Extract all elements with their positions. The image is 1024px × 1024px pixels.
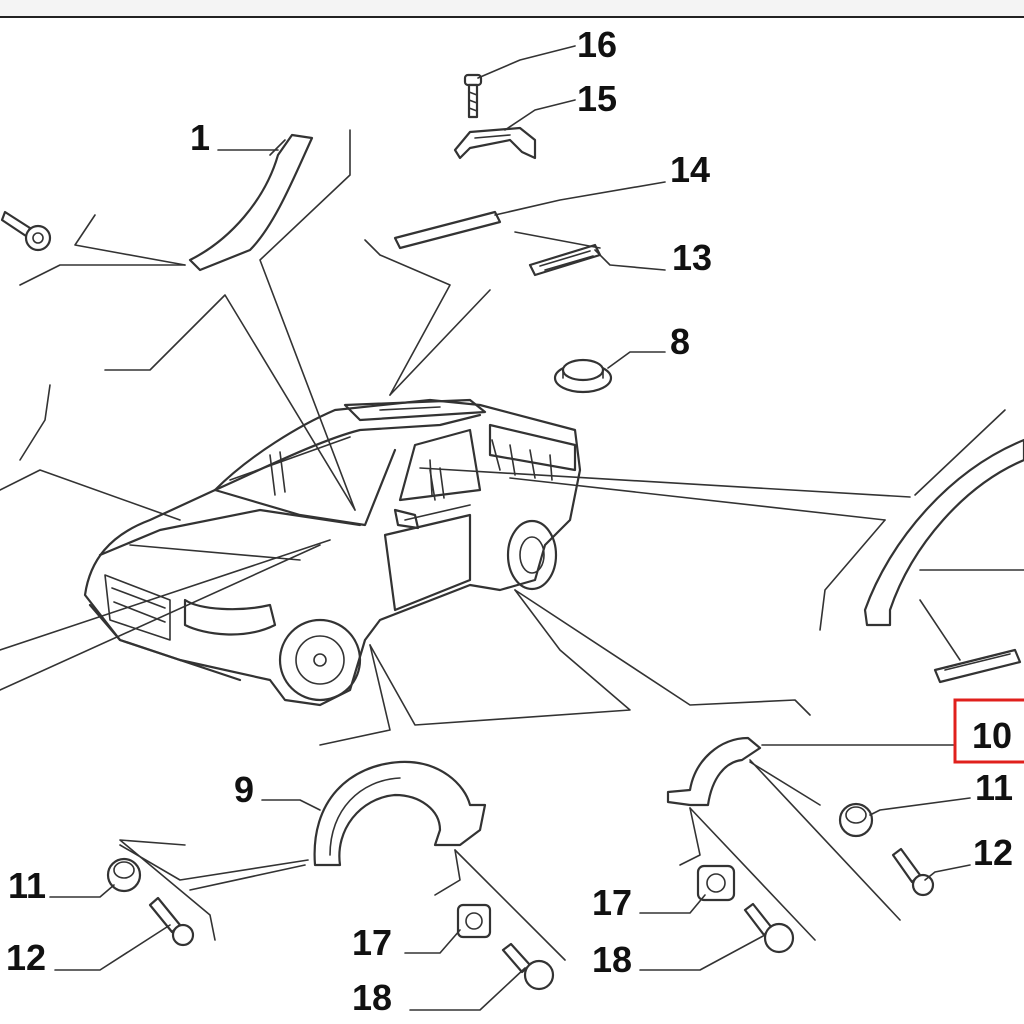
- part-11-clip-right: [838, 802, 874, 838]
- part-15-grab-handle: [453, 126, 537, 160]
- callout-16: 16: [577, 24, 617, 65]
- callout-11-left: 11: [8, 865, 46, 906]
- part-10-rear-arch-piece: [666, 736, 762, 807]
- callout-17-left: 17: [352, 922, 392, 963]
- part-14-roof-strip: [393, 210, 502, 250]
- callout-17-right: 17: [592, 882, 632, 923]
- callout-11-right: 11: [975, 767, 1013, 808]
- callout-8: 8: [670, 321, 690, 362]
- screw-top-left-drawing: [0, 210, 52, 252]
- callout-12-left: 12: [6, 937, 46, 978]
- callout-14: 14: [670, 149, 710, 190]
- part-17-nut-left: [456, 903, 492, 939]
- callout-labels: 1 16 15 14 13 8 9 10 11 12 11 12 17 18 1…: [6, 24, 1013, 1018]
- part-12-screw-left: [148, 896, 195, 947]
- part-13-clip-strip: [528, 243, 602, 277]
- part-18-screw-right: [743, 902, 795, 954]
- callout-leaders: [49, 45, 971, 1011]
- part-16-bolt: [463, 73, 483, 119]
- callout-15: 15: [577, 78, 617, 119]
- part-1-pillar-trim: [188, 133, 314, 272]
- callout-10: 10: [972, 715, 1012, 756]
- callout-18-right: 18: [592, 939, 632, 980]
- top-border: [0, 0, 1024, 18]
- callout-18-left: 18: [352, 977, 392, 1018]
- part-8-plug: [553, 358, 613, 394]
- leader-lines: [0, 129, 1024, 746]
- part-12-screw-right: [891, 847, 935, 897]
- callout-9: 9: [234, 769, 254, 810]
- part-9-front-wheel-arch: [313, 760, 487, 867]
- pickup-truck-drawing: [83, 398, 582, 707]
- right-clip-strip: [933, 648, 1022, 684]
- callout-13: 13: [672, 237, 712, 278]
- callout-10-highlight-box: [953, 698, 1024, 764]
- part-18-screw-left: [501, 942, 555, 991]
- part-17-nut-right: [696, 864, 736, 902]
- callout-12-right: 12: [973, 832, 1013, 873]
- part-11-clip-left: [106, 857, 142, 893]
- callout-1: 1: [190, 117, 210, 158]
